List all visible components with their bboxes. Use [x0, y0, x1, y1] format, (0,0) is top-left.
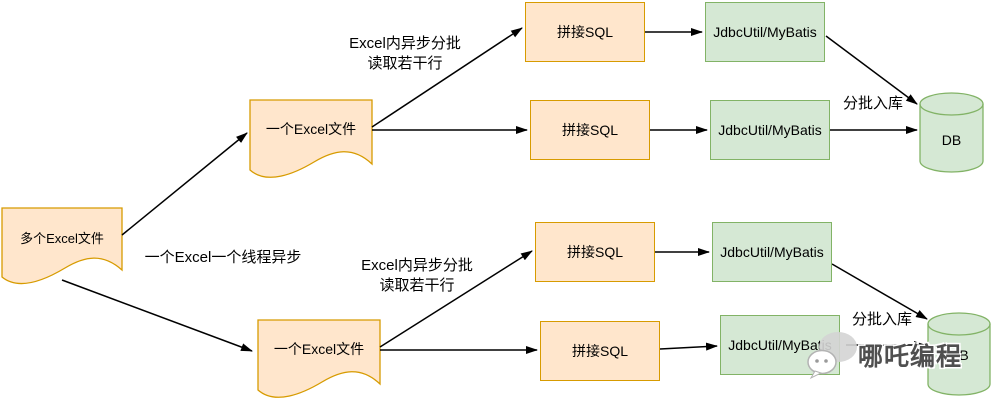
edge-label-one-thread-async: 一个Excel一个线程异步 [144, 249, 302, 266]
arrow-excel-bottom-to-sql3 [379, 250, 533, 348]
db-cylinder-bottom [927, 312, 991, 396]
node-excel-top-label: 一个Excel文件 [265, 121, 357, 137]
node-jdbc-top-2: JdbcUtil/MyBatis [710, 100, 830, 160]
node-sql-bottom-2: 拼接SQL [540, 321, 660, 381]
document-shape-multi-excel [1, 207, 123, 285]
node-sql-top-1: 拼接SQL [525, 2, 645, 62]
arrow-jdbc1-to-db-top [825, 35, 918, 105]
node-excel-bottom-label: 一个Excel文件 [273, 341, 365, 357]
node-sql-bottom-1: 拼接SQL [535, 222, 655, 282]
node-multi-excel-label: 多个Excel文件 [20, 230, 104, 246]
arrow-excel-top-to-sql1 [371, 27, 523, 128]
edge-label-batch-store-top: 分批入库 [842, 95, 903, 112]
watermark-text: 哪吒编程 [858, 343, 963, 371]
arrow-multi-to-excel-bottom [61, 279, 253, 352]
node-sql-top-2: 拼接SQL [530, 100, 650, 160]
node-jdbc-bottom-1: JdbcUtil/MyBatis [712, 222, 832, 282]
watermark: 哪吒编程 [806, 330, 962, 380]
arrow-jdbc3-to-db-bottom [831, 263, 928, 320]
edge-label-batch-read-top: Excel内异步分批 读取若干行 [349, 35, 461, 73]
document-shape-excel-top [249, 99, 373, 178]
node-jdbc-top-1: JdbcUtil/MyBatis [705, 2, 825, 62]
node-db-bottom-label: DB [949, 346, 969, 363]
db-cylinder-top [919, 92, 984, 173]
edge-label-batch-store-bottom: 分批入库 [851, 311, 912, 328]
document-shape-excel-bottom [257, 319, 381, 398]
arrow-sql4-to-jdbc4 [659, 342, 718, 351]
connector-arrows [61, 27, 928, 354]
arrow-multi-to-excel-top [121, 132, 248, 236]
chat-bubbles-icon [807, 332, 857, 380]
node-db-top-label: DB [941, 131, 962, 148]
edge-label-batch-read-bottom: Excel内异步分批 读取若干行 [361, 257, 473, 295]
